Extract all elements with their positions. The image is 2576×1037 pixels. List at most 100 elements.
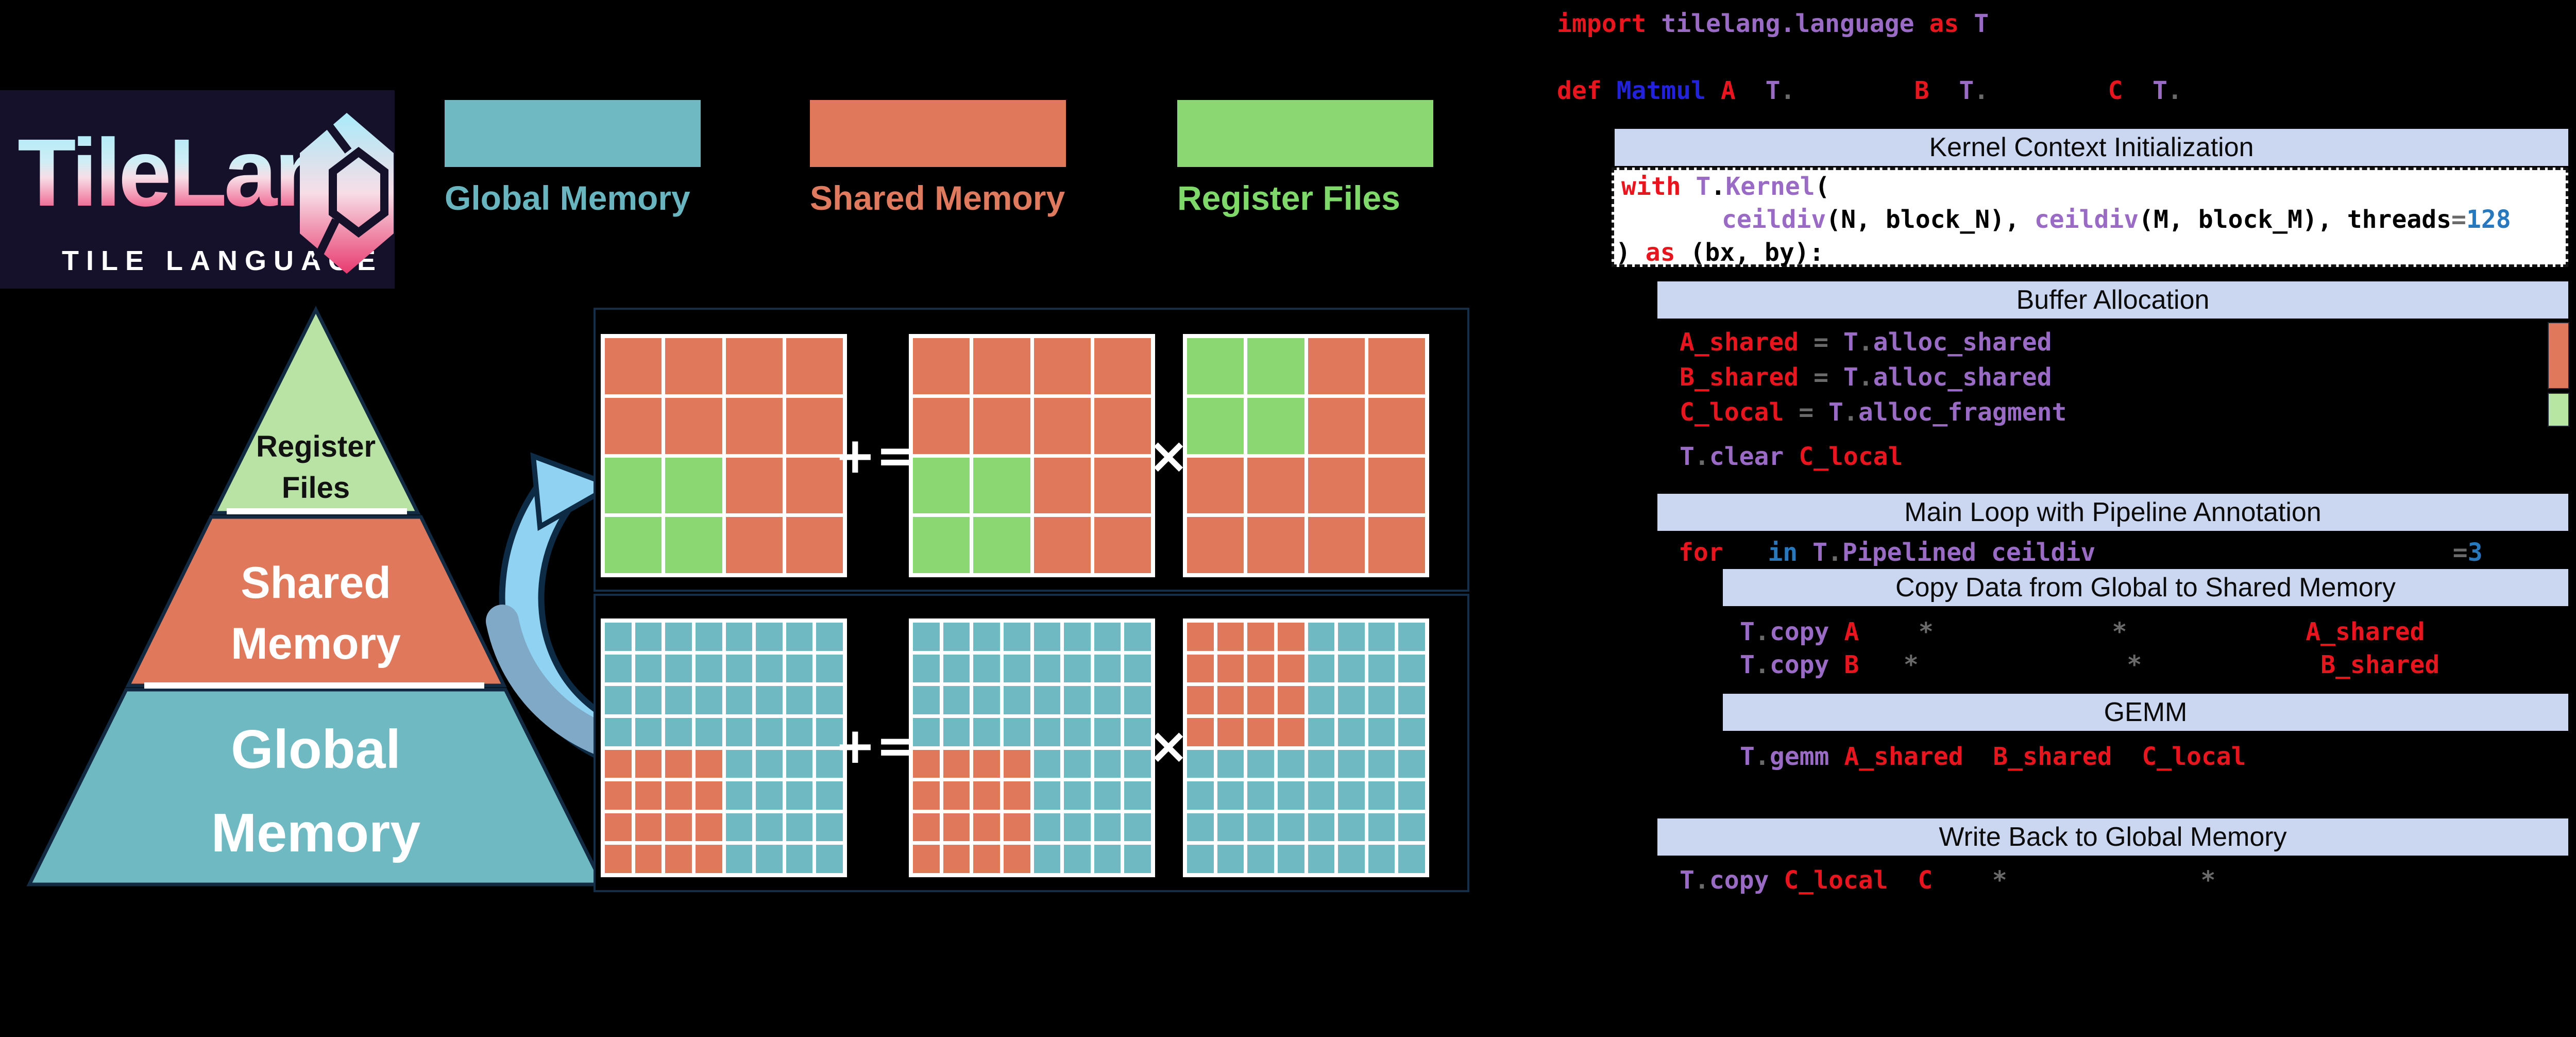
matrix-cell xyxy=(1308,845,1335,873)
matrix-cell xyxy=(665,813,692,842)
matrix-cell xyxy=(605,338,662,394)
matrix-cell xyxy=(756,749,783,778)
code-token: ( xyxy=(1829,650,1844,679)
code-token: copy xyxy=(1769,650,1829,679)
matrix-cell xyxy=(605,457,662,514)
matrix-cell xyxy=(913,717,940,746)
operator-accumulate: += xyxy=(834,427,918,484)
code-token: in xyxy=(1768,538,1798,567)
matrix-cell xyxy=(605,686,632,714)
code-token: ( xyxy=(1829,617,1844,646)
code-line-0: import tilelang.language as T xyxy=(1557,9,1989,38)
matrix-cell xyxy=(1308,338,1365,394)
matrix-cell xyxy=(943,654,970,683)
code-token: . xyxy=(1827,538,1842,567)
matrix-cell xyxy=(756,654,783,683)
code-token: A_shared xyxy=(2306,617,2425,646)
matrix-cell xyxy=(605,654,632,683)
matrix-cell xyxy=(605,623,632,651)
matrix-cell xyxy=(1003,781,1030,810)
matrix-cell xyxy=(1094,517,1151,573)
matrix-cell xyxy=(1003,623,1030,651)
matrix-cell xyxy=(1247,517,1304,573)
matrix-cell xyxy=(1124,813,1151,842)
matrix-cell xyxy=(943,813,970,842)
matrix-cell xyxy=(1003,717,1030,746)
code-token: T xyxy=(1740,617,1755,646)
matrix-cell xyxy=(786,686,813,714)
matrix-cell xyxy=(1277,623,1304,651)
matrix-cell xyxy=(1308,517,1365,573)
matrix-cell xyxy=(1277,749,1304,778)
matrix-cell xyxy=(665,717,692,746)
matrix-cell xyxy=(1277,686,1304,714)
legend-swatch xyxy=(1177,100,1433,167)
matrix-cell xyxy=(1064,813,1091,842)
matrix-cell xyxy=(1033,517,1091,573)
matrix-cell xyxy=(725,397,783,454)
code-token: ceildiv xyxy=(2034,205,2139,234)
matrix-cell xyxy=(756,845,783,873)
code-token: ) xyxy=(2425,617,2440,646)
matrix-cell xyxy=(1124,781,1151,810)
code-token: = xyxy=(1814,328,1828,357)
matrix-cell xyxy=(605,781,632,810)
matrix-cell xyxy=(665,781,692,810)
matrix-cell xyxy=(725,749,753,778)
code-token: T xyxy=(1765,76,1781,105)
matrix-cell xyxy=(816,623,843,651)
matrix-cell xyxy=(635,654,662,683)
matrix-cell xyxy=(665,517,722,573)
matrix-cell xyxy=(1187,338,1244,394)
matrix-cell xyxy=(973,457,1030,514)
matrix-cell xyxy=(1064,686,1091,714)
code-section-header-3: Copy Data from Global to Shared Memory xyxy=(1723,569,2568,606)
code-token: [k xyxy=(1859,650,1904,679)
matrix-cell xyxy=(1398,623,1425,651)
matrix-cell xyxy=(1368,686,1395,714)
matrix-cell xyxy=(1308,749,1335,778)
code-token: B_shared xyxy=(1993,742,2112,771)
matrix-cell xyxy=(913,749,940,778)
code-token: : xyxy=(1735,76,1766,105)
code-token: T xyxy=(1680,866,1694,895)
matrix-cell xyxy=(725,338,783,394)
code-token: alloc_fragment xyxy=(1858,398,2067,427)
matrix-cell xyxy=(1094,397,1151,454)
code-token: B_shared xyxy=(2320,650,2440,679)
code-token: [by xyxy=(1859,617,1919,646)
matrix-cell xyxy=(1187,717,1214,746)
code-token: , xyxy=(1963,742,1993,771)
matrix-cell xyxy=(913,338,970,394)
matrix-cell xyxy=(1398,654,1425,683)
matrix-cell xyxy=(913,517,970,573)
code-token xyxy=(1799,363,1814,392)
matrix-cell xyxy=(725,623,753,651)
matrix-cell xyxy=(1033,845,1061,873)
code-token: , xyxy=(2112,742,2142,771)
code-section-header-0: Kernel Context Initialization xyxy=(1615,129,2568,166)
code-token: ((block_K, block_N)) xyxy=(2052,363,2350,392)
code-token: as xyxy=(1645,238,1675,267)
matrix-cell xyxy=(665,397,722,454)
code-token: Tensor): xyxy=(2182,76,2302,105)
matrix-cell xyxy=(1187,781,1214,810)
matrix-cell xyxy=(1124,654,1151,683)
matrix-cell xyxy=(816,749,843,778)
matrix-cell xyxy=(973,338,1030,394)
matrix-cell xyxy=(1094,623,1121,651)
code-section-header-1: Buffer Allocation xyxy=(1657,281,2568,319)
matrix-cell xyxy=(1368,717,1395,746)
matrix-cell xyxy=(1187,397,1244,454)
matrix-cell xyxy=(1277,781,1304,810)
matrix-cell xyxy=(816,845,843,873)
code-token: with xyxy=(1621,172,1681,201)
code-token: . xyxy=(1780,76,1795,105)
code-token: ( xyxy=(1829,742,1844,771)
matrix-cell xyxy=(1217,813,1244,842)
matrix-cell xyxy=(695,749,722,778)
matrix-cell xyxy=(1124,845,1151,873)
matrix-cell xyxy=(1308,654,1335,683)
matrix-cell xyxy=(1398,686,1425,714)
code-token: . xyxy=(1843,398,1858,427)
